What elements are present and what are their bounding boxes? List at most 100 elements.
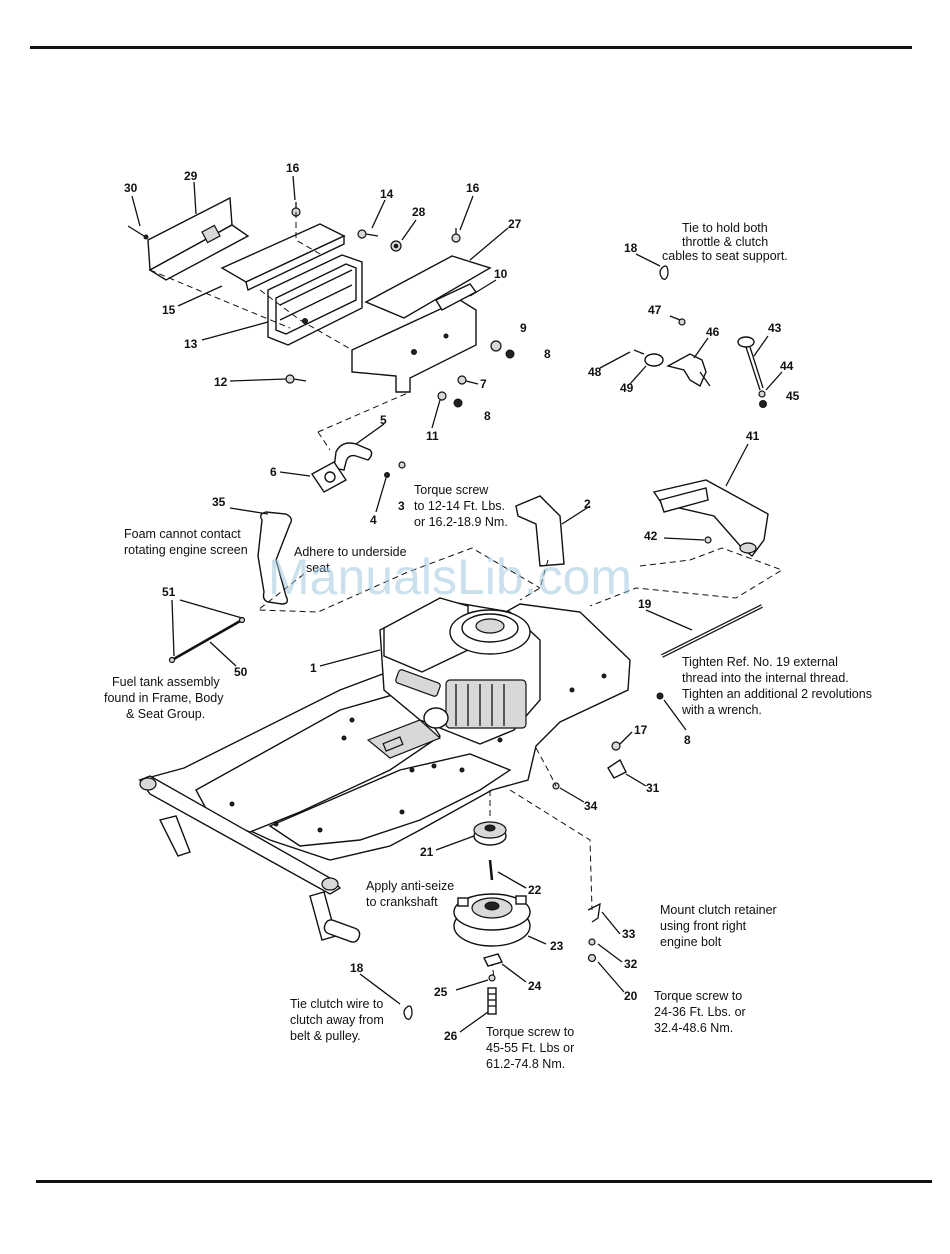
svg-text:61.2-74.8 Nm.: 61.2-74.8 Nm.	[486, 1057, 565, 1071]
ref-8c: 8	[684, 733, 691, 747]
knob-43	[737, 336, 764, 391]
ref-19: 19	[638, 597, 652, 611]
ref-8a: 8	[544, 347, 551, 361]
svg-text:clutch away from: clutch away from	[290, 1013, 384, 1027]
washer-32	[588, 938, 596, 946]
svg-text:seat: seat	[306, 561, 330, 575]
ref-17: 17	[634, 723, 648, 737]
svg-text:24-36 Ft. Lbs. or: 24-36 Ft. Lbs. or	[654, 1005, 746, 1019]
svg-text:Mount clutch retainer: Mount clutch retainer	[660, 903, 777, 917]
note-tie-top: Tie to hold both throttle & clutch cable…	[662, 221, 788, 263]
svg-text:rotating engine screen: rotating engine screen	[124, 543, 248, 557]
svg-text:found in Frame, Body: found in Frame, Body	[104, 691, 224, 705]
ref-14: 14	[380, 187, 394, 201]
ref-6: 6	[270, 465, 277, 479]
washer-25	[488, 974, 496, 982]
dash-g	[519, 559, 549, 601]
dash-e	[259, 289, 353, 351]
svg-text:belt & pulley.: belt & pulley.	[290, 1029, 361, 1043]
note-tighten-19: Tighten Ref. No. 19 external thread into…	[681, 655, 872, 717]
rear-axle-assembly	[138, 775, 361, 943]
note-torque-3: Torque screw to 12-14 Ft. Lbs. or 16.2-1…	[414, 483, 508, 529]
ref-15: 15	[162, 303, 176, 317]
screw-17	[611, 741, 621, 751]
ref-47: 47	[648, 303, 662, 317]
svg-text:Foam cannot contact: Foam cannot contact	[124, 527, 241, 541]
dash-a	[317, 391, 411, 433]
note-foam: Foam cannot contact rotating engine scre…	[124, 527, 248, 557]
svg-text:to crankshaft: to crankshaft	[366, 895, 438, 909]
svg-text:throttle & clutch: throttle & clutch	[682, 235, 768, 249]
ref-22: 22	[528, 883, 542, 897]
screws-and-nuts-upper	[285, 202, 515, 408]
svg-text:Tighten Ref. No. 19 external: Tighten Ref. No. 19 external	[682, 655, 838, 669]
ref-51: 51	[162, 585, 176, 599]
pulley-21	[473, 821, 507, 846]
ref-30: 30	[124, 181, 138, 195]
ref-32: 32	[624, 957, 638, 971]
ref-1: 1	[310, 661, 317, 675]
svg-text:Torque screw: Torque screw	[414, 483, 489, 497]
annotation-notes: Tie to hold both throttle & clutch cable…	[104, 221, 872, 1071]
ref-9: 9	[520, 321, 527, 335]
lockwasher-4	[384, 472, 390, 478]
note-mount-clutch: Mount clutch retainer using front right …	[660, 903, 777, 949]
svg-text:32.4-48.6 Nm.: 32.4-48.6 Nm.	[654, 1021, 733, 1035]
top-rule	[30, 46, 912, 49]
rod-50-51	[168, 616, 246, 664]
tie-18-bottom	[403, 1005, 413, 1020]
pin-48	[633, 349, 645, 355]
ref-24: 24	[528, 979, 542, 993]
svg-text:thread into the internal threa: thread into the internal thread.	[682, 671, 849, 685]
washer-24	[482, 953, 504, 967]
ref-28: 28	[412, 205, 426, 219]
ref-45: 45	[786, 389, 800, 403]
ref-50: 50	[234, 665, 248, 679]
ref-26: 26	[444, 1029, 458, 1043]
ref-29: 29	[184, 169, 198, 183]
dash-h	[589, 547, 784, 607]
svg-text:using front right: using front right	[660, 919, 747, 933]
tie-18-top	[659, 265, 669, 280]
reference-numbers: 30 29 16 14 28 16 27 10 15 13 9 8 12 7 1…	[124, 161, 800, 1043]
seat-support-41	[652, 479, 769, 557]
ref-10: 10	[494, 267, 508, 281]
ref-21: 21	[420, 845, 434, 859]
svg-text:with a wrench.: with a wrench.	[681, 703, 762, 717]
ref-4: 4	[370, 513, 377, 527]
ref-35: 35	[212, 495, 226, 509]
retainer-33	[587, 902, 601, 923]
ref-8b: 8	[484, 409, 491, 423]
svg-text:& Seat Group.: & Seat Group.	[126, 707, 205, 721]
key-22	[488, 859, 494, 881]
svg-text:Apply anti-seize: Apply anti-seize	[366, 879, 454, 893]
screw-30	[127, 225, 149, 240]
ref-3: 3	[398, 499, 405, 513]
ref-20: 20	[624, 989, 638, 1003]
nut-8-lower	[656, 692, 664, 700]
watermark: ManualsLib.com	[268, 549, 632, 605]
ref-43: 43	[768, 321, 782, 335]
note-fuel-tank: Fuel tank assembly found in Frame, Body …	[104, 675, 224, 721]
note-adhere: Adhere to underside seat	[294, 545, 407, 575]
svg-text:cables to seat support.: cables to seat support.	[662, 249, 788, 263]
shield-2	[515, 495, 565, 567]
svg-text:Torque screw to: Torque screw to	[486, 1025, 574, 1039]
ref-49: 49	[620, 381, 634, 395]
note-tie-clutch: Tie clutch wire to clutch away from belt…	[290, 997, 384, 1043]
svg-text:or 16.2-18.9 Nm.: or 16.2-18.9 Nm.	[414, 515, 508, 529]
note-torque-20: Torque screw to 24-36 Ft. Lbs. or 32.4-4…	[654, 989, 746, 1035]
leader-lines	[131, 175, 783, 1033]
ref-18a: 18	[624, 241, 638, 255]
svg-text:to 12-14 Ft. Lbs.: to 12-14 Ft. Lbs.	[414, 499, 505, 513]
engine-1	[379, 597, 541, 745]
ref-42: 42	[644, 529, 658, 543]
dash-j	[509, 789, 593, 911]
ref-5: 5	[380, 413, 387, 427]
ref-34: 34	[584, 799, 598, 813]
svg-text:Tie clutch wire to: Tie clutch wire to	[290, 997, 383, 1011]
svg-text:Torque screw to: Torque screw to	[654, 989, 742, 1003]
exhaust-elbow-5	[333, 442, 373, 471]
